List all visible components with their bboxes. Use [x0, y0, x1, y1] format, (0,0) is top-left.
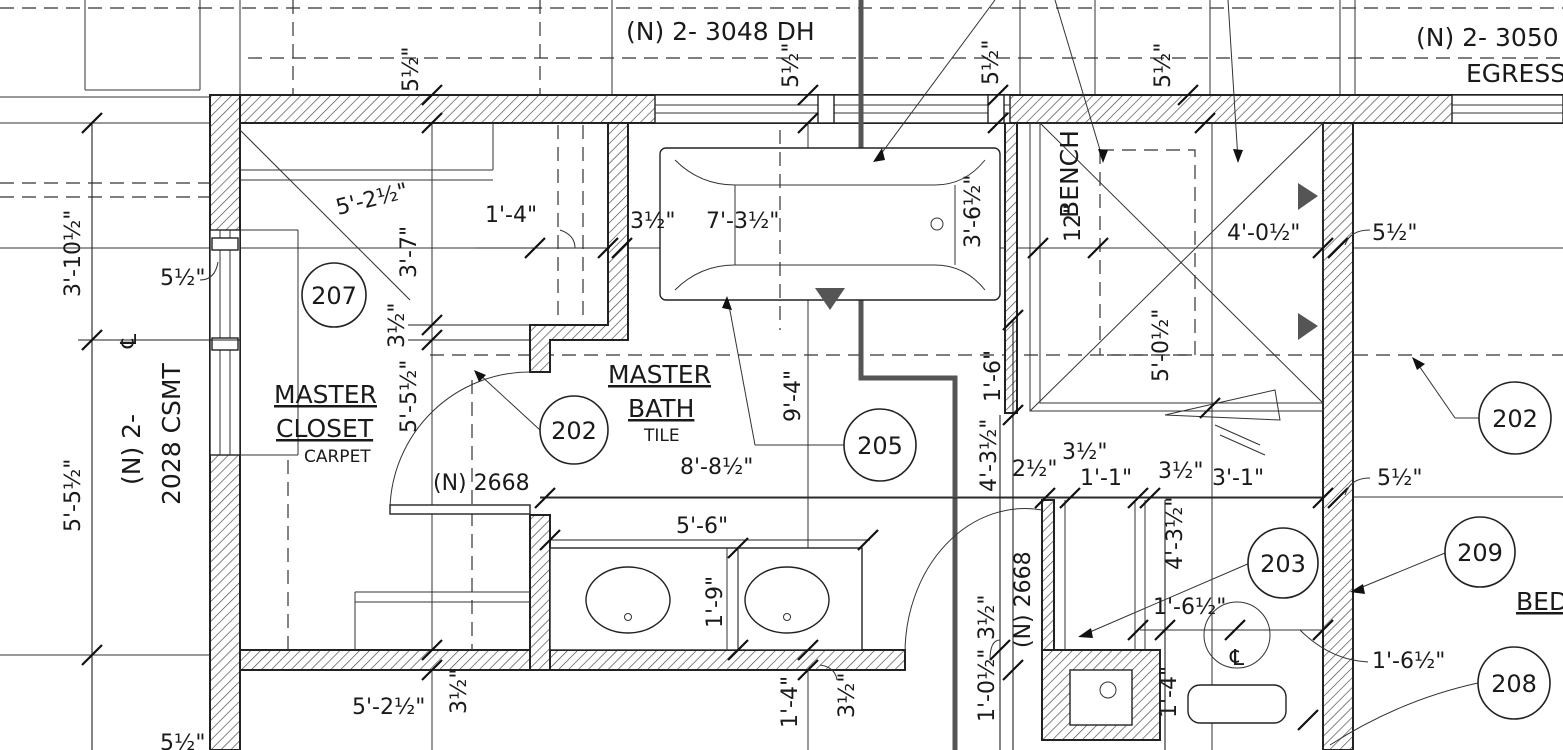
dim-bath-width: 8'-8½" — [680, 455, 753, 480]
room-tags: 207 202 205 202 203 209 208 — [301, 262, 1552, 720]
room-tag-205: 205 — [843, 408, 917, 482]
dim-closet-offset: 1'-4" — [485, 203, 537, 228]
dim-wall-a: 3½" — [630, 209, 675, 234]
leader-lines — [199, 0, 1480, 746]
closet-fixtures — [239, 123, 584, 650]
door-label-wc: (N) 2668 — [1011, 551, 1036, 648]
centerline-symbol-wc: ℄ — [1229, 646, 1245, 671]
dim-left-a: 3'-10½" — [61, 210, 86, 297]
dim-wc-j: 1'-0½" — [975, 649, 1000, 722]
dim-shower-depth: 5'-0½" — [1149, 309, 1174, 382]
dim-vanity-depth: 1'-9" — [703, 576, 728, 628]
dim-closet-depth-a: 3'-7" — [397, 226, 422, 278]
dim-bottom-b: 3½" — [447, 669, 472, 714]
room-name-bedroom: BED — [1516, 587, 1563, 616]
wc-fixtures — [904, 500, 1323, 726]
dim-wc-i: 1'-4" — [1157, 666, 1182, 718]
dim-top-d: 5½" — [1151, 43, 1176, 88]
dim-vanity-width: 5'-6" — [676, 514, 728, 539]
dim-wc-h: 1'-6½" — [1372, 649, 1445, 674]
window-label-egress: EGRESS — [1466, 59, 1563, 88]
room-name-bath-2: BATH — [628, 394, 694, 423]
dim-step-a: 1'-6" — [981, 350, 1006, 402]
windows — [209, 94, 1563, 456]
room-tag-202-closet: 202 — [539, 395, 609, 465]
dim-wc-g: 1'-6½" — [1153, 595, 1226, 620]
dim-left-b: 5'-5½" — [61, 459, 86, 532]
room-tag-208: 208 — [1477, 646, 1551, 720]
dim-wc-c: 1'-1" — [1080, 466, 1132, 491]
room-name-closet-2: CLOSET — [276, 414, 374, 443]
dimension-labels: 5'-2½" 1'-4" 3½" 7'-3½" 3'-6½" 12" 4'-0½… — [61, 40, 1445, 750]
svg-text:202: 202 — [551, 417, 597, 445]
room-name-closet-1: MASTER — [274, 380, 377, 409]
dim-shower-width: 4'-0½" — [1227, 221, 1300, 246]
room-finish-bath: TILE — [643, 426, 680, 446]
dim-top-a: 5½" — [399, 47, 424, 92]
shower — [1029, 122, 1324, 456]
dim-wc-d: 3½" — [1158, 459, 1203, 484]
svg-text:203: 203 — [1260, 550, 1306, 578]
dim-wc-b: 3½" — [1062, 440, 1107, 465]
dim-bottom-c: 3½" — [835, 673, 860, 718]
door-labels: (N) 2668 (N) 2668 — [433, 471, 1036, 648]
bathtub — [659, 130, 1001, 330]
dim-bottom-a: 1'-4" — [778, 676, 803, 728]
room-finish-closet: CARPET — [304, 447, 371, 467]
svg-text:209: 209 — [1457, 539, 1503, 567]
dim-right-wall-b: 5½" — [1377, 466, 1422, 491]
dim-closet-top-width: 5'-2½" — [333, 179, 410, 221]
room-name-bath-1: MASTER — [608, 360, 711, 389]
door-label-closet: (N) 2668 — [433, 471, 530, 496]
dim-tub-length: 7'-3½" — [706, 209, 779, 234]
room-tag-202-right: 202 — [1478, 381, 1552, 455]
room-tag-209: 209 — [1444, 516, 1516, 588]
svg-text:208: 208 — [1491, 670, 1537, 698]
window-label-side-2: 2028 CSMT — [157, 363, 186, 505]
window-labels: (N) 2- 3048 DH (N) 2- 3050 EGRESS (N) 2-… — [117, 17, 1563, 505]
room-labels: MASTER CLOSET CARPET MASTER BATH TILE BE… — [274, 130, 1563, 616]
dim-bottom-left-partial: 5½" — [160, 731, 205, 750]
dim-tub-width: 3'-6½" — [961, 175, 986, 248]
dim-left-c: 5½" — [160, 266, 205, 291]
dim-wc-f: 4'-3½" — [1163, 497, 1188, 570]
dim-closet-depth-b: 5'-5½" — [397, 360, 422, 433]
dim-wc-e: 3'-1" — [1212, 466, 1264, 491]
window-label-top-right: (N) 2- 3050 — [1416, 23, 1559, 52]
window-label-side-1: (N) 2- — [117, 414, 146, 485]
svg-text:207: 207 — [311, 282, 357, 310]
vanity — [549, 547, 863, 651]
dim-bench-depth: 12" — [1061, 204, 1086, 242]
svg-text:205: 205 — [857, 432, 903, 460]
dim-wc-a: 2½" — [1012, 457, 1057, 482]
dim-wall-b: 3½" — [385, 303, 410, 348]
room-tag-207: 207 — [301, 262, 367, 328]
dim-top-c: 5½" — [979, 40, 1004, 85]
window-label-top-left: (N) 2- 3048 DH — [626, 17, 815, 46]
dim-wc-depth: 4'-3½" — [977, 419, 1002, 492]
dim-closet-bottom-width: 5'-2½" — [352, 695, 425, 720]
dim-wc-k: 3½" — [975, 595, 1000, 640]
bench-label: BENCH — [1055, 130, 1084, 218]
svg-text:202: 202 — [1492, 405, 1538, 433]
dimension-lines — [78, 84, 1349, 750]
room-tag-203: 203 — [1247, 527, 1319, 599]
dim-top-b: 5½" — [779, 43, 804, 88]
dim-right-wall-a: 5½" — [1372, 221, 1417, 246]
centerline-symbol-left: ℄ — [117, 333, 142, 349]
dim-bath-depth: 9'-4" — [781, 370, 806, 422]
